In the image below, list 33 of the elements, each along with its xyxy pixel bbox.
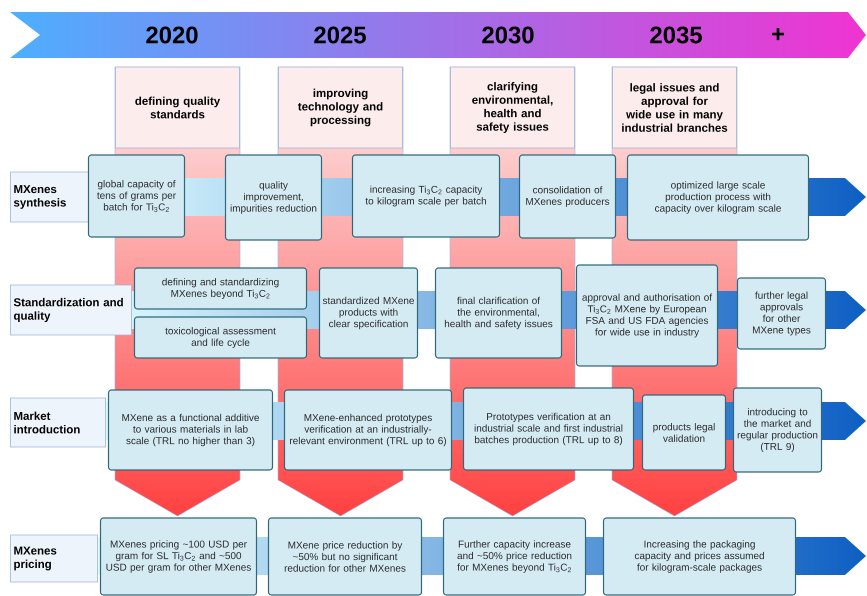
milestone-box: MXene price reduction by ~50% but no significant reduction for other MXenes: [268, 517, 422, 596]
milestone-box: optimized large scale production process with capacity over kilogram scale: [626, 154, 810, 241]
row-header: MXenes pricing: [10, 534, 98, 582]
milestone-box: standardized MXene products with clear specification: [318, 267, 418, 359]
milestone-box: Further capacity increase and ~50% price reduction for MXenes beyond Ti$_{3}$C$_{2}$: [442, 517, 586, 596]
column-header: defining quality standards: [115, 66, 240, 148]
milestone-box: global capacity of tens of grams per batch for Ti$_{3}$C$_{2}$: [88, 154, 186, 238]
milestone-box: approval and authorisation of Ti$_{3}$C$_{2}$ MXene by European FSA and US FDA agencies for wide use in industry: [576, 264, 718, 367]
milestone-box: MXene as a functional additive to various materials in lab scale (TRL no higher than 3): [108, 389, 274, 471]
column-header: improving technology and processing: [278, 66, 403, 148]
year-label: 2035: [650, 26, 702, 44]
row-header: Standardization and quality: [10, 284, 132, 336]
milestone-box: increasing Ti$_{3}$C$_{2}$ capacity to kilogram scale per batch: [352, 154, 500, 238]
milestone-box: further legal approvals for other MXene types: [736, 277, 826, 350]
milestone-box: toxicological assessment and life cycle: [134, 316, 308, 359]
milestone-box: products legal validation: [642, 394, 726, 471]
milestone-box: defining and standardizing MXenes beyond Ti$_{3}$C$_{2}$: [134, 267, 308, 310]
milestone-box: final clarification of the environmental, health and safety issues: [434, 267, 562, 359]
milestone-box: Increasing the packaging capacity and prices assumed for kilogram-scale packages: [602, 517, 796, 596]
year-label: 2030: [482, 26, 534, 44]
milestone-box: MXene-enhanced prototypes verification at an industrially-relevant environment (TRL up to 6): [284, 389, 452, 471]
column-header: clarifying environmental, health and safety issues: [450, 66, 575, 148]
year-label: 2025: [314, 26, 366, 44]
milestone-box: MXenes pricing ~100 USD per gram for SL Ti$_{3}$C$_{2}$ and ~500 USD per gram for other MXenes: [100, 517, 258, 596]
row-header: Market introduction: [10, 398, 106, 448]
year-label: +: [772, 28, 784, 40]
year-label: 2020: [146, 26, 198, 44]
milestone-box: quality improvement, impurities reduction: [224, 154, 322, 241]
milestone-box: consolidation of MXenes producers: [518, 154, 616, 239]
row-header: MXenes synthesis: [10, 172, 97, 222]
milestone-box: Prototypes verification at an industrial scale and first industrial batches production (TRL up to 8): [462, 387, 634, 471]
milestone-box: introducing to the market and regular production (TRL 9): [732, 387, 822, 473]
column-header: legal issues and approval for wide use in many industrial branches: [612, 66, 737, 148]
